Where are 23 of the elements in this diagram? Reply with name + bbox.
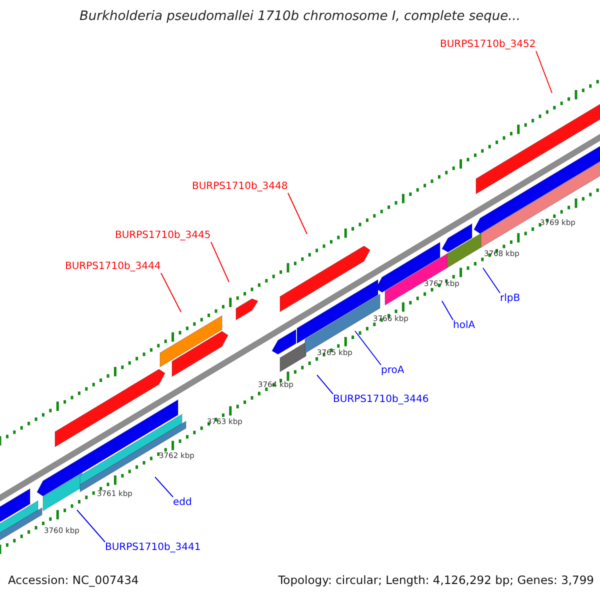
gene-label: BURPS1710b_3452 — [440, 39, 536, 50]
gene-label: rlpB — [500, 293, 520, 304]
gene-label: BURPS1710b_3448 — [192, 181, 288, 192]
leader-line — [288, 192, 308, 234]
gene-label: holA — [453, 320, 476, 332]
gene-label: BURPS1710b_3445 — [115, 230, 211, 242]
leader-line — [210, 242, 230, 282]
leader-line — [160, 272, 182, 312]
gene-label: BURPS1710b_3441 — [105, 542, 201, 554]
leader-line — [154, 476, 174, 498]
leader-line — [316, 374, 334, 394]
leader-line — [442, 300, 454, 320]
leader-line — [354, 330, 382, 366]
footer-text: Topology: circular; Length: 4,126,292 bp; Genes: 3,799 — [278, 574, 594, 588]
leader-line — [482, 268, 500, 294]
gene-label: BURPS1710b_3444 — [65, 261, 161, 272]
footer-text: Accession: NC_007434 — [8, 574, 139, 588]
leader-line — [76, 510, 106, 542]
gene-label: BURPS1710b_3446 — [333, 394, 429, 406]
gene-label: proA — [381, 365, 404, 376]
gene-label: edd — [173, 497, 192, 508]
map-title: Burkholderia pseudomallei 1710b chromosome I, complete seque... — [78, 10, 522, 25]
leader-line — [536, 50, 552, 94]
